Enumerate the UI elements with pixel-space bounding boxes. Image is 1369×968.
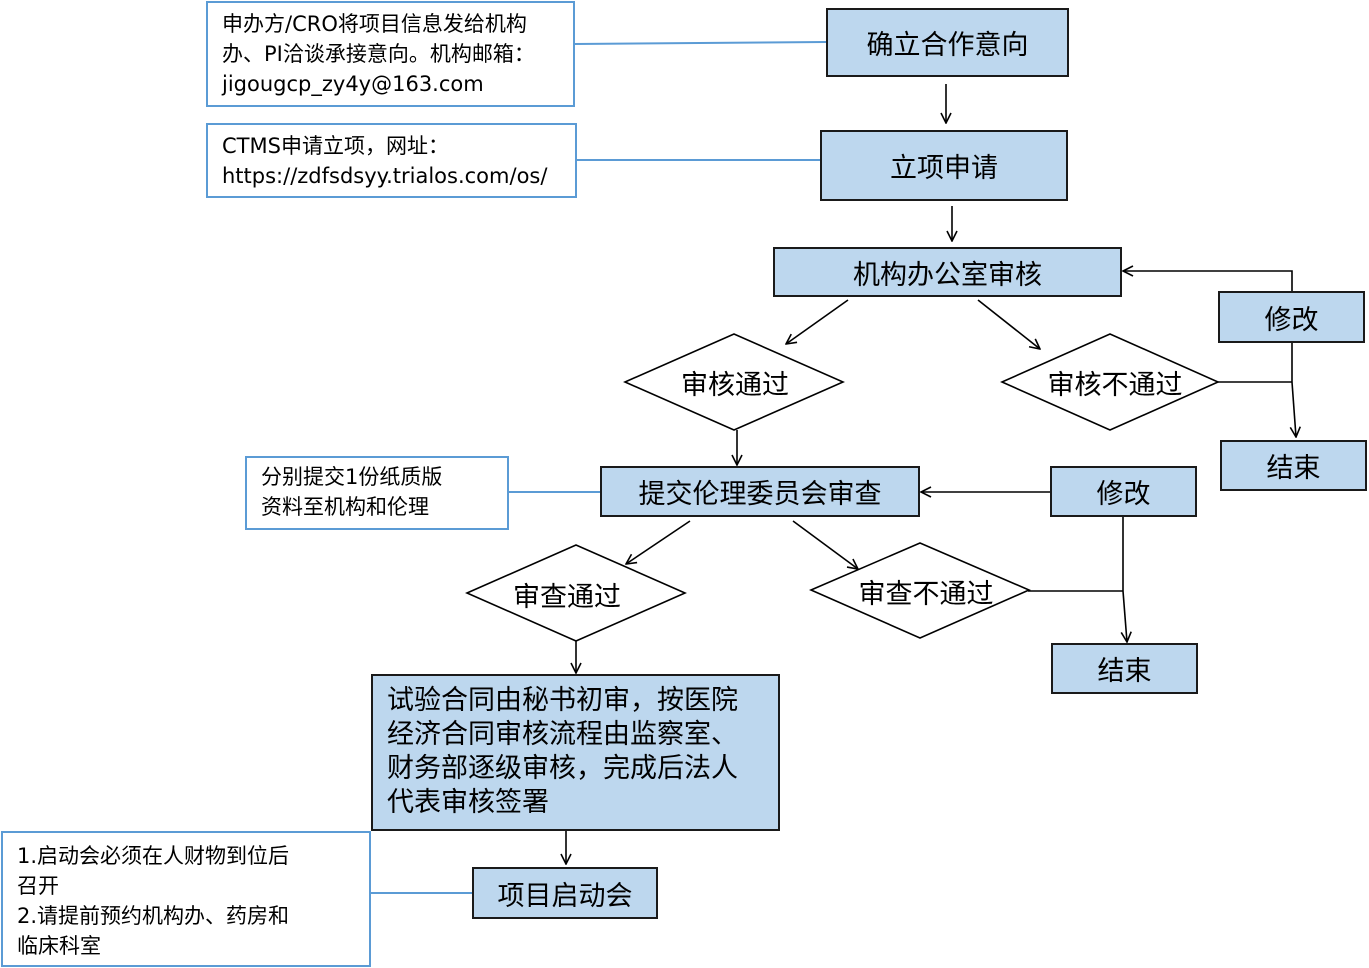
contract-review-step: 试验合同由秘书初审，按医院经济合同审核流程由监察室、财务部逐级审核，完成后法人代… [371,674,780,831]
diamond-office-pass [623,333,845,431]
ethics-revise-step: 修改 [1050,466,1197,517]
diamond-ethics-fail [808,542,1032,639]
arrow-revise-to-review [1123,271,1293,291]
kickoff-note: 1.启动会必须在人财物到位后 召开 2.请提前预约机构办、药房和 临床科室 [1,831,371,967]
ethics-end-step: 结束 [1051,643,1198,694]
office-end-step: 结束 [1220,440,1367,491]
project-application-step: 立项申请 [820,130,1068,201]
arrow-branch-to-end [1292,381,1296,437]
diamond-office-fail [1000,333,1220,431]
establish-intent-step: 确立合作意向 [826,8,1069,77]
ethics-submit-step: 提交伦理委员会审查 [600,466,920,517]
arrow-ethics-to-pass [626,520,691,564]
office-pass-label: 审核通过 [681,369,789,401]
ethics-note: 分别提交1份纸质版 资料至机构和伦理 [245,456,509,530]
kickoff-step: 项目启动会 [472,867,658,919]
note-connector-establish [574,41,827,45]
arrow-ethics-to-fail [792,520,858,569]
arrow-ethics-branch-to-end [1123,590,1127,642]
ethics-pass-label: 审查通过 [513,581,621,613]
ctms-note: CTMS申请立项，网址： https://zdfsdsyy.trialos.co… [206,123,577,198]
arrow-review-to-fail [977,299,1040,349]
office-revise-step: 修改 [1218,291,1365,343]
arrow-review-to-pass [786,299,849,344]
diamond-ethics-pass [465,544,687,642]
office-fail-label: 审核不通过 [1047,369,1183,401]
office-review-step: 机构办公室审核 [773,247,1122,297]
establish-note: 申办方/CRO将项目信息发给机构办、PI洽谈承接意向。机构邮箱：jigougcp… [206,1,575,107]
ethics-fail-label: 审查不通过 [858,578,994,610]
